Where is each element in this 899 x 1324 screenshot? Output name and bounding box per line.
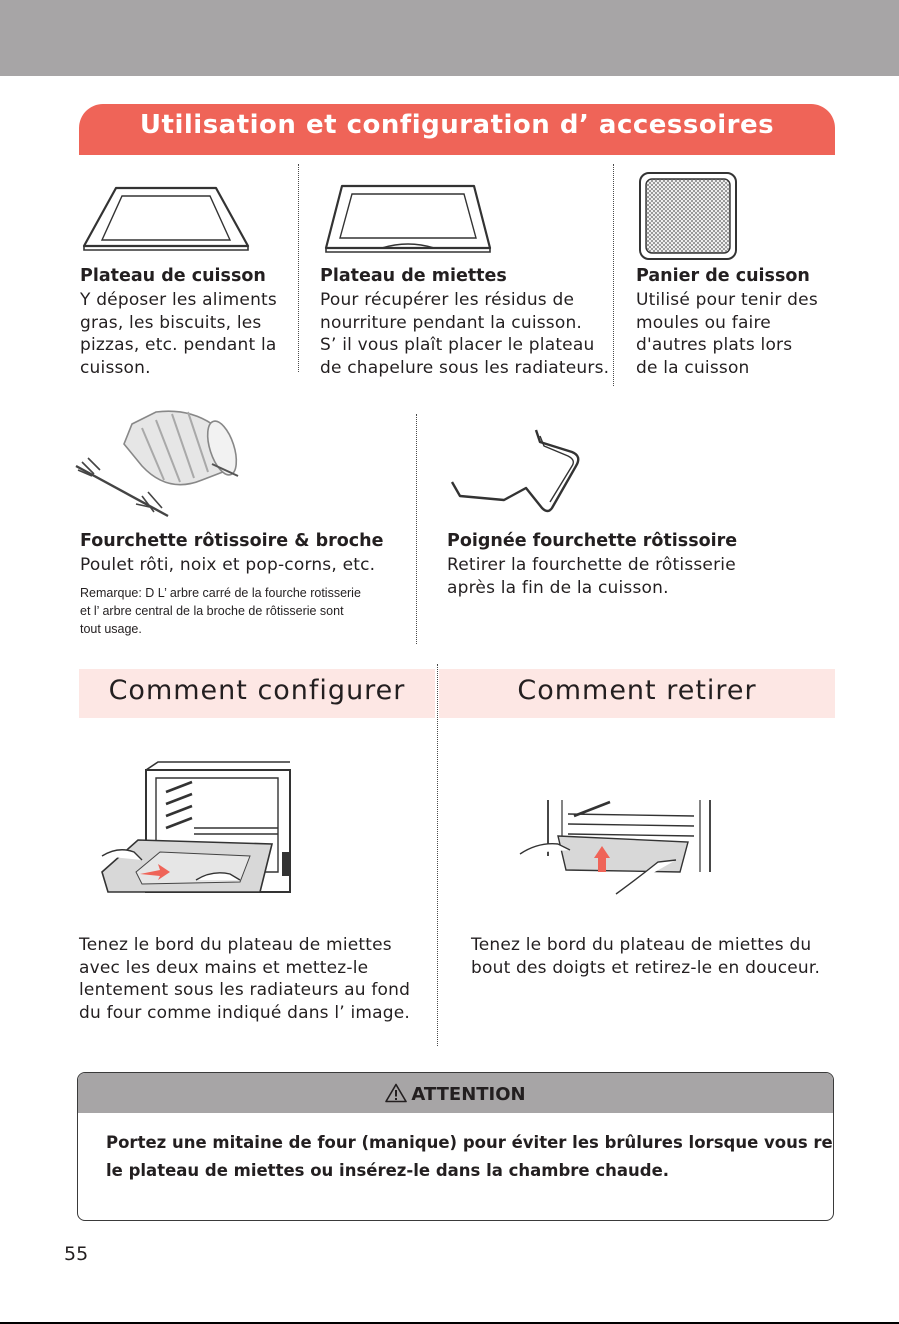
divider (416, 414, 417, 644)
accessory-name: Plateau de cuisson (80, 266, 266, 286)
accessory-description: Utilisé pour tenir des moules ou faire d… (636, 290, 818, 378)
accessory-name: Fourchette rôtissoire & broche (80, 531, 384, 551)
warning-triangle-icon (385, 1083, 408, 1103)
crumb-tray-icon (324, 184, 492, 253)
accessory-description: Poulet rôti, noix et pop-corns, etc. (80, 555, 376, 575)
title-bar: Utilisation et configuration d’ accessoi… (79, 104, 835, 155)
attention-text: Portez une mitaine de four (manique) pou… (106, 1133, 834, 1180)
accessory-description: Pour récupérer les résidus de nourriture… (320, 290, 610, 378)
rotisserie-fork-spit-icon (75, 410, 239, 518)
attention-label: ATTENTION (411, 1084, 526, 1105)
attention-box: ATTENTION Portez une mitaine de four (ma… (77, 1072, 834, 1221)
page-title: Utilisation et configuration d’ accessoi… (139, 110, 775, 140)
accessory-name: Panier de cuisson (636, 266, 810, 286)
accessory-description: Y déposer les aliments gras, les biscuit… (80, 290, 277, 378)
install-instructions: Tenez le bord du plateau de miettes avec… (79, 935, 411, 1023)
oven-remove-tray-icon (519, 800, 711, 895)
divider (437, 664, 438, 1046)
header-band (0, 0, 899, 76)
accessory-note: Remarque: D L’ arbre carré de la fourche… (80, 586, 361, 636)
divider (298, 164, 299, 372)
section-heading-install: Comment configurer (79, 669, 435, 718)
page-number: 55 (64, 1243, 89, 1265)
cooking-basket-icon (639, 172, 737, 260)
baking-tray-icon (82, 186, 250, 251)
accessory-name: Plateau de miettes (320, 266, 507, 286)
oven-insert-tray-icon (101, 761, 291, 893)
rotisserie-handle-icon (450, 429, 580, 513)
remove-instructions: Tenez le bord du plateau de miettes du b… (471, 935, 821, 978)
accessory-description: Retirer la fourchette de rôtisserie aprè… (447, 555, 736, 598)
attention-header: ATTENTION (78, 1073, 833, 1113)
divider (613, 164, 614, 386)
bottom-rule (0, 1322, 899, 1324)
accessory-name: Poignée fourchette rôtissoire (447, 531, 738, 551)
section-heading-remove: Comment retirer (439, 669, 835, 718)
